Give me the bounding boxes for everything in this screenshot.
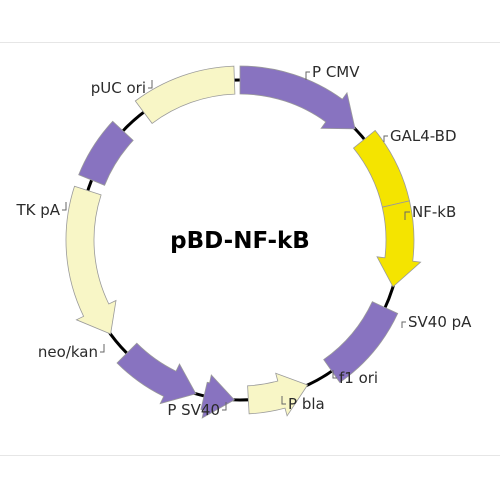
feature-p-cmv — [239, 65, 356, 130]
label-tk-pa: TK pA — [15, 201, 60, 219]
label-f1-ori: f1 ori — [339, 369, 378, 387]
leader-lines — [62, 71, 410, 411]
leader-puc-ori — [148, 80, 153, 89]
label-neo-kan: neo/kan — [38, 343, 98, 361]
plasmid-name: pBD-NF-kB — [170, 228, 310, 254]
features-layer — [65, 65, 422, 419]
label-gal4-bd: GAL4-BD — [390, 127, 457, 145]
label-nf-kb: NF-kB — [412, 203, 456, 221]
leader-nf-kb — [404, 211, 410, 220]
leader-neo-kan — [100, 344, 105, 353]
top-divider — [0, 42, 500, 43]
leader-tk-pa — [62, 202, 67, 211]
label-p-sv40: P SV40 — [167, 401, 220, 419]
label-p-cmv: P CMV — [312, 63, 360, 81]
leader-p-sv40 — [222, 402, 227, 411]
feature-sv40-pa — [323, 301, 399, 384]
feature-tk-pa — [78, 120, 134, 186]
feature-neo-kan — [65, 185, 117, 335]
feature-puc-ori — [134, 65, 236, 124]
leader-f1-ori — [332, 370, 337, 379]
label-puc-ori: pUC ori — [91, 79, 146, 97]
feature-p-bla — [200, 374, 236, 419]
leader-gal4-bd — [383, 135, 388, 142]
feature-labels: P CMV GAL4-BD NF-kB SV40 pA f1 ori P bla… — [15, 63, 472, 419]
leader-p-bla — [281, 396, 286, 405]
label-p-bla: P bla — [288, 395, 325, 413]
leader-p-cmv — [305, 71, 310, 80]
leader-sv40-pa — [401, 321, 406, 328]
bottom-divider — [0, 455, 500, 456]
feature-nf-kb — [376, 200, 422, 288]
label-sv40-pa: SV40 pA — [408, 313, 472, 331]
feature-p-sv40 — [116, 342, 197, 405]
feature-f1-ori — [247, 372, 309, 417]
